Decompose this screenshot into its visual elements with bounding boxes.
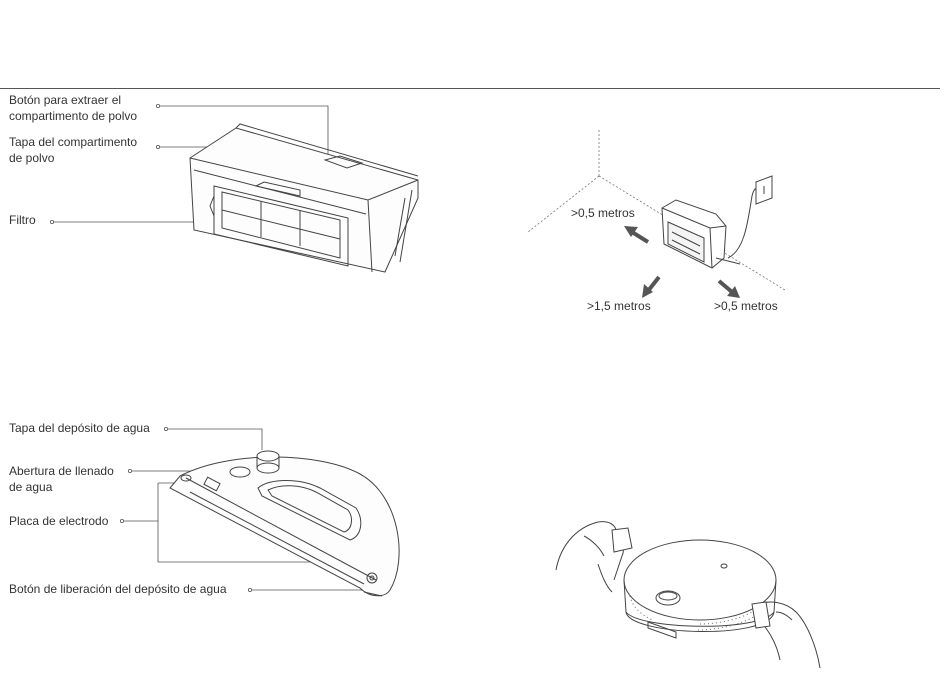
distance-side-label: >0,5 metros: [714, 299, 778, 313]
distance-back-label: >0,5 metros: [571, 206, 635, 220]
robot-install-illustration: [556, 522, 820, 668]
water-tank-illustration: [120, 427, 399, 596]
dustbin-illustration: [50, 104, 418, 272]
dock-placement-illustration: >0,5 metros >1,5 metros >0,5 metros: [528, 130, 785, 313]
distance-front-label: >1,5 metros: [587, 299, 651, 313]
